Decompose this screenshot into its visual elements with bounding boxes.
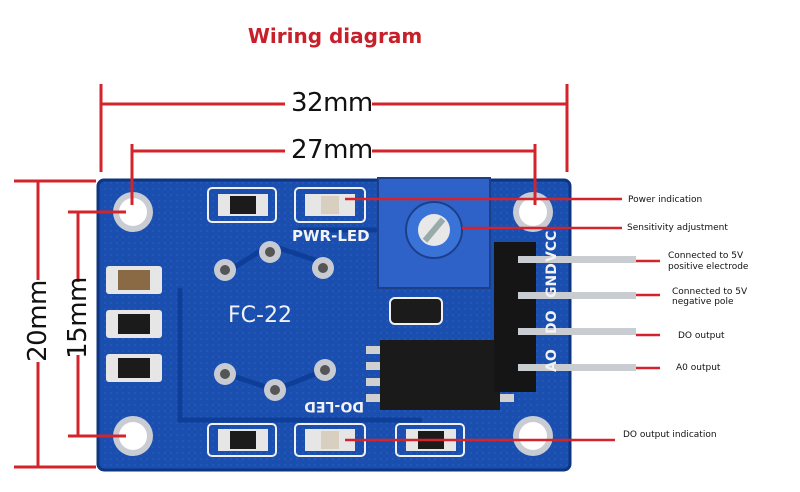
do-led-label: DO-LED bbox=[304, 398, 364, 414]
smd-resistors-left bbox=[106, 266, 162, 382]
dimension-32mm: 32mm bbox=[291, 88, 373, 118]
dimension-27mm: 27mm bbox=[291, 135, 373, 165]
callout-ao-output: A0 output bbox=[676, 363, 721, 373]
vias bbox=[214, 241, 336, 401]
dimension-lines bbox=[14, 84, 569, 469]
header-pins bbox=[494, 242, 636, 392]
callout-power-indication: Power indication bbox=[628, 195, 703, 205]
callout-vcc-line1: Connected to 5V bbox=[668, 251, 744, 261]
board-model-label: FC-22 bbox=[228, 303, 292, 328]
callout-vcc-line2: positive electrode bbox=[668, 262, 749, 272]
mounting-holes bbox=[113, 192, 553, 456]
top-smd-parts bbox=[207, 187, 366, 223]
callout-gnd-line1: Connected to 5V bbox=[672, 287, 748, 297]
pin-label-gnd: GND bbox=[544, 263, 560, 298]
dimension-20mm: 20mm bbox=[23, 280, 53, 362]
ic-chip bbox=[366, 297, 514, 410]
bottom-smd-parts bbox=[207, 423, 465, 457]
pin-label-ao: AO bbox=[544, 349, 560, 372]
pin-label-do: DO bbox=[544, 310, 560, 334]
callout-gnd-line2: negative pole bbox=[672, 297, 734, 307]
callout-lines bbox=[345, 197, 660, 442]
dimension-15mm: 15mm bbox=[63, 277, 93, 359]
pwr-led-label: PWR-LED bbox=[292, 227, 370, 245]
callout-do-output-indication: DO output indication bbox=[623, 430, 717, 440]
potentiometer bbox=[377, 177, 491, 289]
pin-labels: VCC GND DO AO bbox=[544, 231, 560, 372]
callout-do-output: DO output bbox=[678, 331, 725, 341]
pin-label-vcc: VCC bbox=[544, 231, 560, 262]
callout-sensitivity-adjustment: Sensitivity adjustment bbox=[627, 223, 728, 233]
diagram-title: Wiring diagram bbox=[247, 24, 423, 48]
